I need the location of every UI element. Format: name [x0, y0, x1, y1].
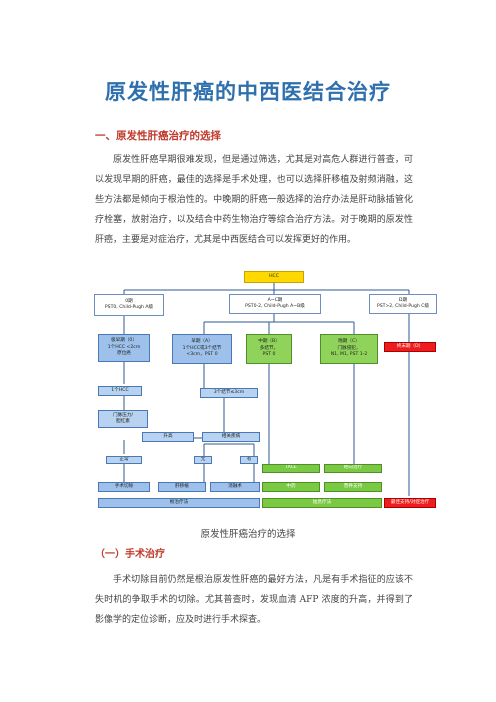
section-heading: 一、原发性肝癌治疗的选择 — [95, 130, 221, 142]
flow-node-related-disease: 相关疾病 — [202, 432, 260, 442]
flow-node-symptom: 营养支持 — [324, 482, 382, 492]
flow-node-portal-pressure: 门脉压力/ 胆红素 — [98, 410, 148, 428]
figure-caption: 原发性肝癌治疗的选择 — [200, 529, 296, 540]
flow-node-yes: 有 — [240, 456, 258, 464]
flow-node-stage-d: D期 PST>2, Child-Pugh C级 — [369, 294, 437, 314]
flow-node-stage-0: 0期 PST0, Child-Pugh A级 — [94, 294, 164, 316]
flow-node-resection: 手术切除 — [98, 482, 150, 492]
flow-node-hcc: HCC — [244, 271, 304, 283]
flow-node-elevated: 升高 — [142, 432, 194, 442]
flow-node-tcm: 中药 — [262, 482, 320, 492]
page-title: 原发性肝癌的中西医结合治疗 — [105, 80, 391, 104]
flow-node-no: 无 — [194, 456, 212, 464]
paragraph: 原发性肝癌早期很难发现，但是通过筛选，尤其是对高危人群进行普查，可以发现早期的肝… — [95, 155, 413, 245]
flow-node-intermediate: 中期（B） 多结节， PST 0 — [246, 334, 292, 364]
flow-node-stage-ac: A~C期 PST0-2, Child-Pugh A~B级 — [229, 294, 321, 314]
flow-node-best-support: 最佳支持/对症治疗 — [384, 498, 436, 508]
flow-node-targeted: 靶向治疗 — [324, 464, 382, 473]
section-heading: （一）手术治疗 — [95, 549, 165, 560]
flow-node-advanced: 晚期（C） 门脉侵犯， N1, M1, PST 1-2 — [320, 334, 378, 364]
flow-node-palliative: 姑息疗法 — [262, 498, 382, 508]
flow-node-tace: TACE — [262, 464, 320, 473]
flow-node-curative: 根治疗法 — [98, 498, 260, 508]
treatment-flowchart: HCC 0期 PST0, Child-Pugh A级 A~C期 PST0-2, … — [94, 264, 438, 516]
paragraph: 手术切除目前仍然是根治原发性肝癌的最好方法，凡是有手术指征的应该不失时机的争取手… — [95, 575, 413, 625]
flow-node-single-hcc: 1个HCC — [98, 386, 142, 396]
flow-node-early: 早期（A） 1个HCC或3个结节 <3cm，PST 0 — [172, 334, 232, 364]
flow-node-normal: 正常 — [106, 456, 142, 464]
flow-node-transplant: 肝移植 — [158, 482, 206, 492]
flow-node-terminal: 终末期（D） — [384, 342, 436, 352]
flow-node-ablation: 消融术 — [210, 482, 260, 492]
flow-node-three-nodules: 3个结节≤3cm — [200, 388, 258, 398]
flow-node-very-early: 极早期（0） 1个HCC <2cm 原位癌 — [98, 334, 150, 362]
